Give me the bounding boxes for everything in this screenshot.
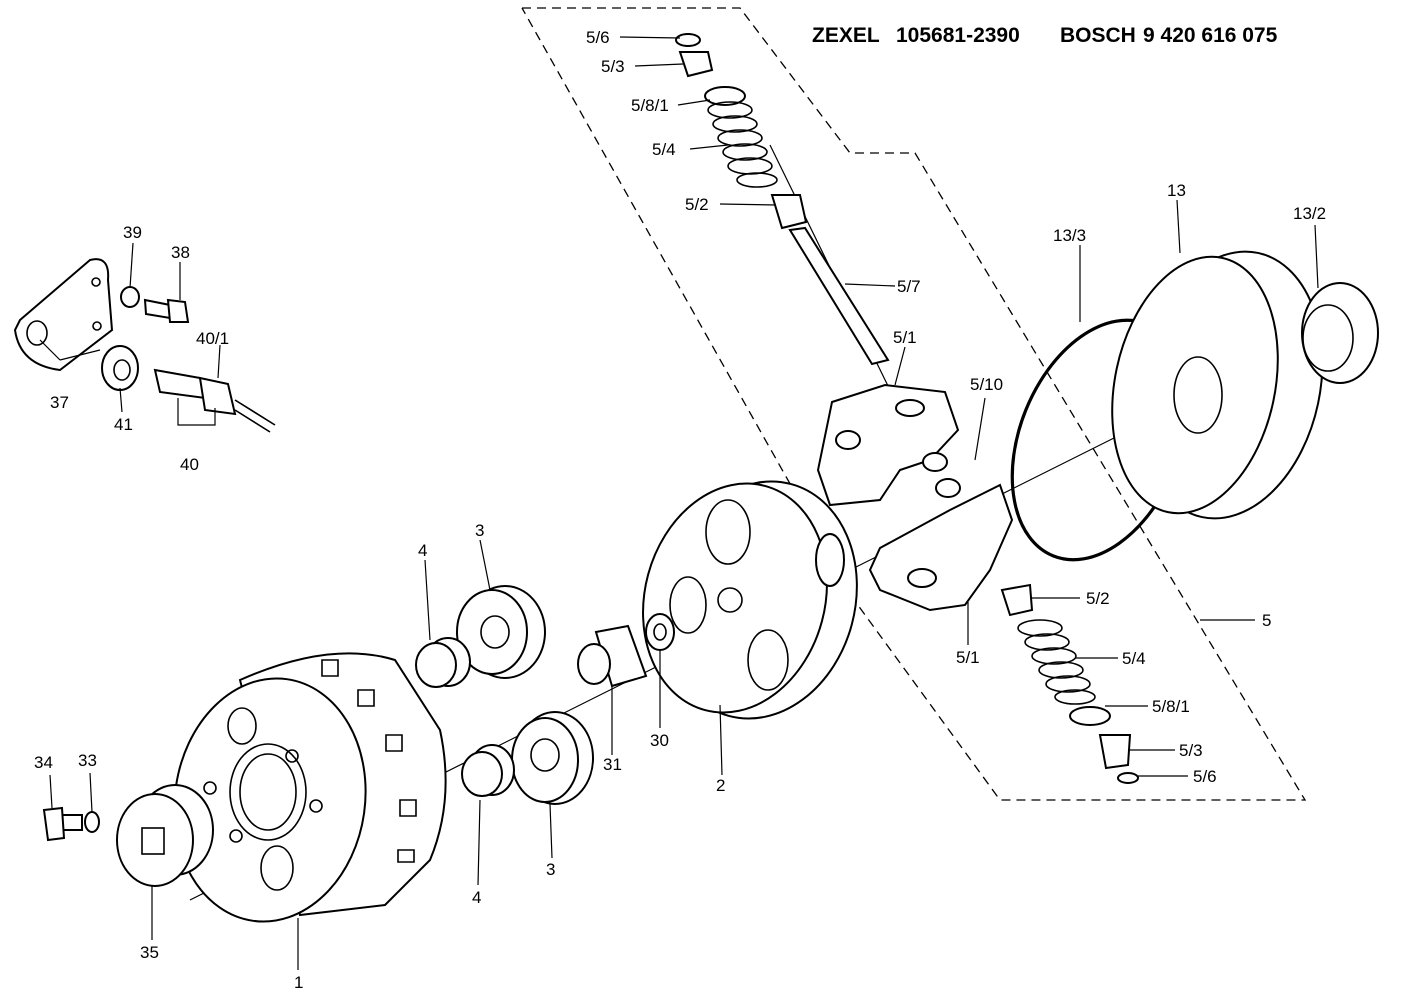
valve-5-3-bottom bbox=[1098, 734, 1132, 770]
label-3-bottom: 3 bbox=[546, 860, 555, 879]
bracket-37 bbox=[13, 258, 114, 372]
leader-lines bbox=[39, 36, 1319, 970]
cap-5-6-top bbox=[675, 33, 701, 47]
plunger-cap-3-top bbox=[456, 585, 546, 679]
block-5-1-top-port bbox=[895, 399, 925, 417]
washer-30 bbox=[645, 613, 675, 651]
label-4-top: 4 bbox=[418, 541, 427, 560]
label-5-2-bottom: 5/2 bbox=[1086, 589, 1110, 608]
label-37: 37 bbox=[50, 393, 69, 412]
sleeve-31 bbox=[577, 624, 648, 688]
label-5: 5 bbox=[1262, 611, 1271, 630]
maker-bosch: BOSCH bbox=[1060, 24, 1136, 47]
label-30: 30 bbox=[650, 731, 669, 750]
label-5-8-1-bottom: 5/8/1 bbox=[1152, 697, 1190, 716]
plug-35 bbox=[116, 784, 214, 887]
screw-34 bbox=[42, 806, 83, 842]
zexel-part-number: 105681-2390 bbox=[896, 24, 1020, 47]
spring-5-4-top bbox=[707, 101, 778, 188]
fitting-40 bbox=[153, 368, 276, 433]
plate-2 bbox=[642, 480, 858, 720]
maker-zexel: ZEXEL bbox=[812, 24, 880, 47]
label-5-3-bottom: 5/3 bbox=[1179, 741, 1203, 760]
seal-13-2 bbox=[1301, 282, 1379, 384]
label-33: 33 bbox=[78, 751, 97, 770]
part-number-header: ZEXEL 105681-2390 BOSCH 9 420 616 075 bbox=[812, 24, 1278, 47]
washer-33 bbox=[84, 811, 100, 833]
piston-4-top bbox=[415, 637, 471, 688]
part-5-10-b bbox=[935, 478, 961, 498]
label-5-3-top: 5/3 bbox=[601, 57, 625, 76]
label-41: 41 bbox=[114, 415, 133, 434]
label-38: 38 bbox=[171, 243, 190, 262]
seat-5-2-top bbox=[770, 194, 808, 230]
part-5-10-a bbox=[922, 452, 948, 472]
callout-labels: 5/6 5/3 5/8/1 5/4 5/2 5/7 5/1 5/10 13/3 … bbox=[34, 28, 1326, 992]
housing-1 bbox=[173, 652, 447, 923]
label-34: 34 bbox=[34, 753, 53, 772]
label-5-1-top: 5/1 bbox=[893, 328, 917, 347]
spring-5-4-bottom bbox=[1017, 619, 1096, 705]
plate-2-hub bbox=[815, 533, 845, 587]
label-40: 40 bbox=[180, 455, 199, 474]
label-39: 39 bbox=[123, 223, 142, 242]
assembly-5-boundary bbox=[521, 7, 1307, 801]
label-5-2-top: 5/2 bbox=[685, 195, 709, 214]
label-5-4-bottom: 5/4 bbox=[1122, 649, 1146, 668]
rod-5-7 bbox=[788, 226, 890, 366]
ring-5-8-1-bottom bbox=[1069, 706, 1111, 726]
bosch-part-number: 9 420 616 075 bbox=[1143, 24, 1278, 47]
washer-41 bbox=[101, 345, 139, 391]
label-5-6-bottom: 5/6 bbox=[1193, 767, 1217, 786]
cap-5-6-bottom bbox=[1117, 772, 1139, 784]
label-13: 13 bbox=[1167, 181, 1186, 200]
label-5-7: 5/7 bbox=[897, 277, 921, 296]
label-1: 1 bbox=[294, 973, 303, 992]
label-35: 35 bbox=[140, 943, 159, 962]
valve-5-3-top bbox=[678, 51, 714, 78]
label-4-bottom: 4 bbox=[472, 888, 481, 907]
block-5-1-bottom-pin bbox=[907, 568, 937, 588]
label-5-8-1-top: 5/8/1 bbox=[631, 96, 669, 115]
block-5-1-top-pin bbox=[835, 430, 861, 450]
block-5-1-top bbox=[816, 383, 960, 507]
block-5-1-bottom bbox=[868, 483, 1014, 612]
plunger-cap-3-bottom bbox=[511, 711, 594, 805]
upper-valve-stack bbox=[675, 33, 890, 366]
label-2: 2 bbox=[716, 776, 725, 795]
piston-4-bottom bbox=[461, 744, 515, 797]
bolt-38 bbox=[143, 298, 190, 323]
seat-5-2-bottom bbox=[1000, 583, 1034, 617]
label-13-2: 13/2 bbox=[1293, 204, 1326, 223]
washer-39 bbox=[120, 286, 140, 308]
cover-13 bbox=[1111, 250, 1324, 520]
label-3-top: 3 bbox=[475, 521, 484, 540]
lower-valve-stack bbox=[1000, 583, 1139, 784]
label-5-1-bottom: 5/1 bbox=[956, 648, 980, 667]
label-13-3: 13/3 bbox=[1053, 226, 1086, 245]
ring-5-8-1-top bbox=[704, 86, 746, 106]
label-5-4-top: 5/4 bbox=[652, 140, 676, 159]
label-5-10: 5/10 bbox=[970, 375, 1003, 394]
label-40-1: 40/1 bbox=[196, 329, 229, 348]
label-31: 31 bbox=[603, 755, 622, 774]
label-5-6-top: 5/6 bbox=[586, 28, 610, 47]
